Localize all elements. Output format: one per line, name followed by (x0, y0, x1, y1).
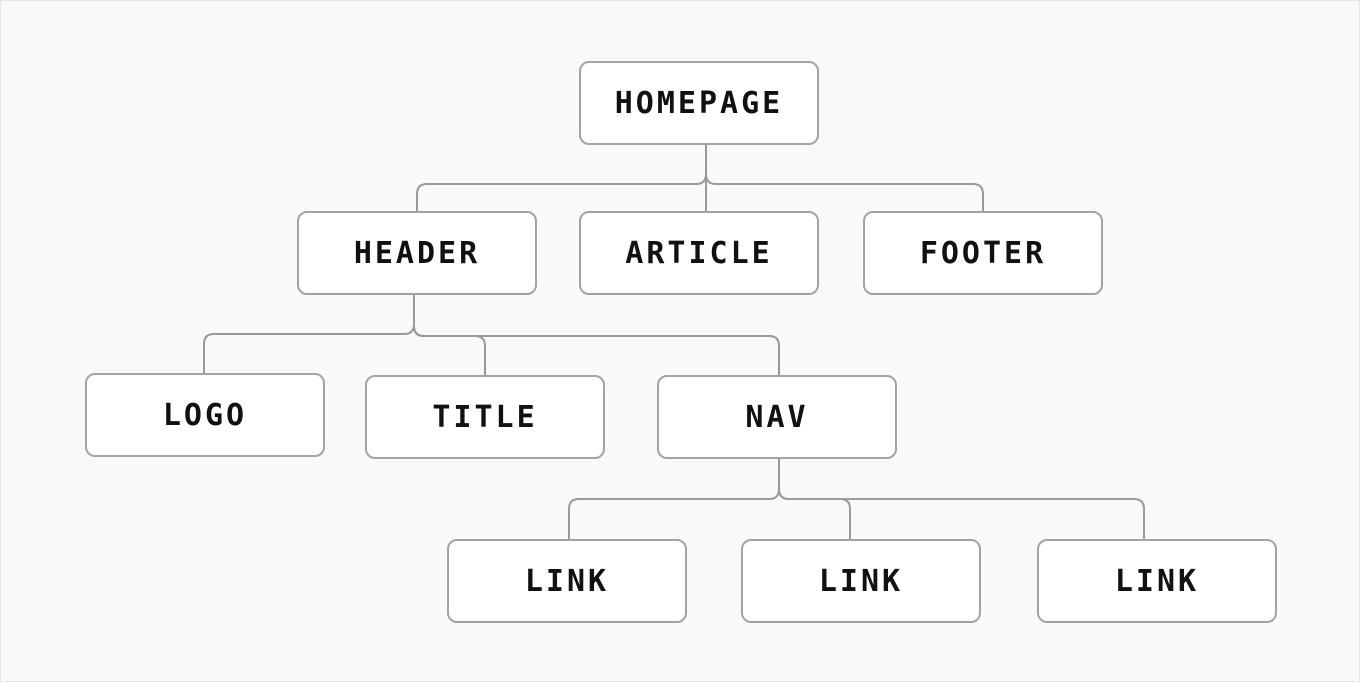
node-logo: LOGO (85, 373, 325, 457)
connector-header-logo (203, 294, 415, 374)
node-homepage: HOMEPAGE (579, 61, 819, 145)
node-nav: NAV (657, 375, 897, 459)
node-title: TITLE (365, 375, 605, 459)
connector-nav-link-1 (568, 458, 780, 540)
node-header: HEADER (297, 211, 537, 295)
node-link-3: LINK (1037, 539, 1277, 623)
node-article: ARTICLE (579, 211, 819, 295)
node-label: ARTICLE (625, 235, 773, 271)
node-label: LOGO (162, 397, 248, 433)
connector-header-nav (413, 294, 780, 376)
node-label: HOMEPAGE (614, 85, 784, 121)
connector-homepage-header (416, 144, 707, 212)
node-label: TITLE (432, 399, 538, 435)
node-label: FOOTER (919, 235, 1047, 271)
connector-homepage-footer (705, 144, 984, 212)
node-label: LINK (818, 563, 904, 599)
node-label: LINK (524, 563, 610, 599)
node-link-1: LINK (447, 539, 687, 623)
node-footer: FOOTER (863, 211, 1103, 295)
node-label: NAV (745, 399, 809, 435)
node-label: HEADER (353, 235, 481, 271)
node-label: LINK (1114, 563, 1200, 599)
connector-nav-link-3 (778, 458, 1145, 540)
node-link-2: LINK (741, 539, 981, 623)
